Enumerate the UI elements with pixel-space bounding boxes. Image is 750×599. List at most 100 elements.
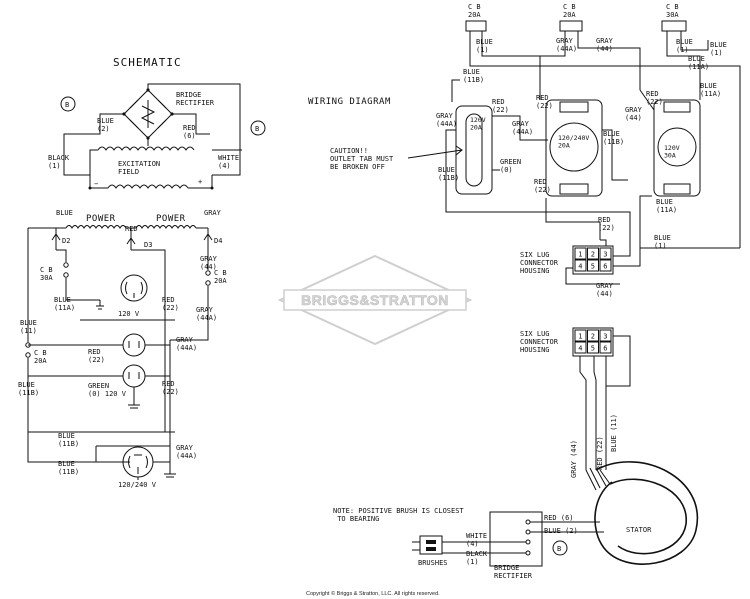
schematic-green-0: GREEN(0) 120 V: [88, 382, 127, 398]
wiring-note: NOTE: POSITIVE BRUSH IS CLOSEST TO BEARI…: [333, 507, 464, 523]
schematic-white-4: WHITE(4): [218, 154, 239, 170]
wiring-red-22-top: RED(22): [492, 98, 509, 114]
schematic-blue-11: BLUE(11): [20, 319, 37, 335]
connector-b-left-label: B: [65, 101, 69, 109]
housing-1-lug-5: 5: [587, 259, 599, 272]
wiring-black-1: BLACK(1): [466, 550, 488, 566]
watermark-text: BRIGGS&STRATTON: [301, 292, 449, 308]
schematic-gray-44a-a: GRAY(44A): [196, 306, 217, 322]
wiring-gray-44-stator: GRAY (44): [570, 440, 578, 478]
schematic-plus: +: [198, 178, 202, 186]
housing-2-lug-5: 5: [587, 341, 599, 354]
wiring-gray-44a-left: GRAY(44A): [436, 112, 457, 128]
connector-b-right-label: B: [255, 125, 259, 133]
wiring-red-6: RED (6): [544, 514, 574, 522]
watermark: BRIGGS&STRATTON: [277, 254, 473, 346]
housing-2-lug-number: 1: [578, 333, 582, 341]
housing-1-lug-2: 2: [587, 247, 599, 260]
schematic-blue-11b-a: BLUE(11B): [18, 381, 39, 397]
wiring-blue-2: BLUE (2): [544, 527, 578, 535]
housing-1-lug-number: 2: [591, 251, 595, 259]
wiring-blue-11a-right: BLUE(11A): [700, 82, 721, 98]
schematic-red-mid: RED: [125, 225, 138, 233]
schematic-duplex-outlet: [122, 333, 146, 388]
wiring-gray-44-top: GRAY(44): [596, 37, 614, 53]
housing-1-lug-number: 3: [603, 251, 607, 259]
schematic-blue-top: BLUE: [56, 209, 73, 217]
wiring-blue-1-conn: BLUE(1): [654, 234, 671, 250]
wiring-connector-b: B: [552, 540, 568, 556]
schematic-red-22-a: RED(22): [162, 296, 179, 312]
schematic-gray-44a-b: GRAY(44A): [176, 336, 197, 352]
wiring-brushes-label: BRUSHES: [418, 559, 448, 567]
housing-1-lug-number: 5: [591, 263, 595, 271]
housing-1-lug-4: 4: [574, 259, 587, 272]
housing-2-lug-1: 1: [574, 329, 587, 342]
schematic-power-2: POWER: [156, 214, 186, 224]
wiring-gray-44a-top: GRAY(44A): [556, 37, 577, 53]
wiring-bridge-rectifier: [489, 511, 604, 567]
wiring-gray-44-mid: GRAY(44): [625, 106, 643, 122]
schematic-minus: −: [94, 180, 98, 188]
schematic-d3: D3: [144, 241, 152, 249]
schematic-red-6: RED(6): [183, 124, 196, 140]
housing-1-lug-number: 4: [578, 263, 582, 271]
wiring-blue-11-stator: BLUE (11): [610, 414, 618, 452]
wiring-red-22-mid: RED(22): [536, 94, 553, 110]
wiring-title: WIRING DIAGRAM: [308, 97, 391, 107]
schematic-d2: D2: [62, 237, 70, 245]
housing-2-lug-6: 6: [599, 341, 612, 354]
wiring-blue-1-b: BLUE(1): [676, 38, 693, 54]
schematic-power-1: POWER: [86, 214, 116, 224]
wiring-gray-44a-mid: GRAY(44A): [512, 120, 533, 136]
housing-2-lug-number: 2: [591, 333, 595, 341]
housing-1-lug-6: 6: [599, 259, 612, 272]
brushes: [412, 535, 526, 555]
wiring-blue-1-c: BLUE(1): [710, 41, 727, 57]
stator-label: STATOR: [626, 526, 652, 534]
schematic-black-1: BLACK(1): [48, 154, 70, 170]
schematic-120v-top: 120 V: [118, 310, 140, 318]
schematic-red-22-b: RED(22): [88, 348, 105, 364]
schematic-blue-11b-c: BLUE(11B): [58, 460, 79, 476]
schematic-blue-11b-b: BLUE(11B): [58, 432, 79, 448]
schematic-blue-11a: BLUE(11A): [54, 296, 75, 312]
schematic-blue-2: BLUE(2): [97, 117, 114, 133]
copyright-text: Copyright © Briggs & Stratton, LLC. All …: [306, 590, 440, 597]
wiring-blue-1-a: BLUE(1): [476, 38, 493, 54]
wiring-white-4: WHITE(4): [466, 532, 487, 548]
wiring-red-22-right: RED(22): [646, 90, 663, 106]
schematic-red-22-c: RED(22): [162, 380, 179, 396]
housing-1-lug-number: 6: [603, 263, 607, 271]
schematic-gray-44: GRAY(44): [200, 255, 218, 271]
wiring-red-22-conn: RED(22): [598, 216, 615, 232]
wiring-blue-11a-top: BLUE(11A): [688, 55, 709, 71]
housing-2-lug-number: 4: [578, 345, 582, 353]
schematic-gray-44a-c: GRAY(44A): [176, 444, 197, 460]
schematic-title: SCHEMATIC: [113, 56, 182, 69]
schematic-connector-b-right: B: [250, 120, 266, 136]
